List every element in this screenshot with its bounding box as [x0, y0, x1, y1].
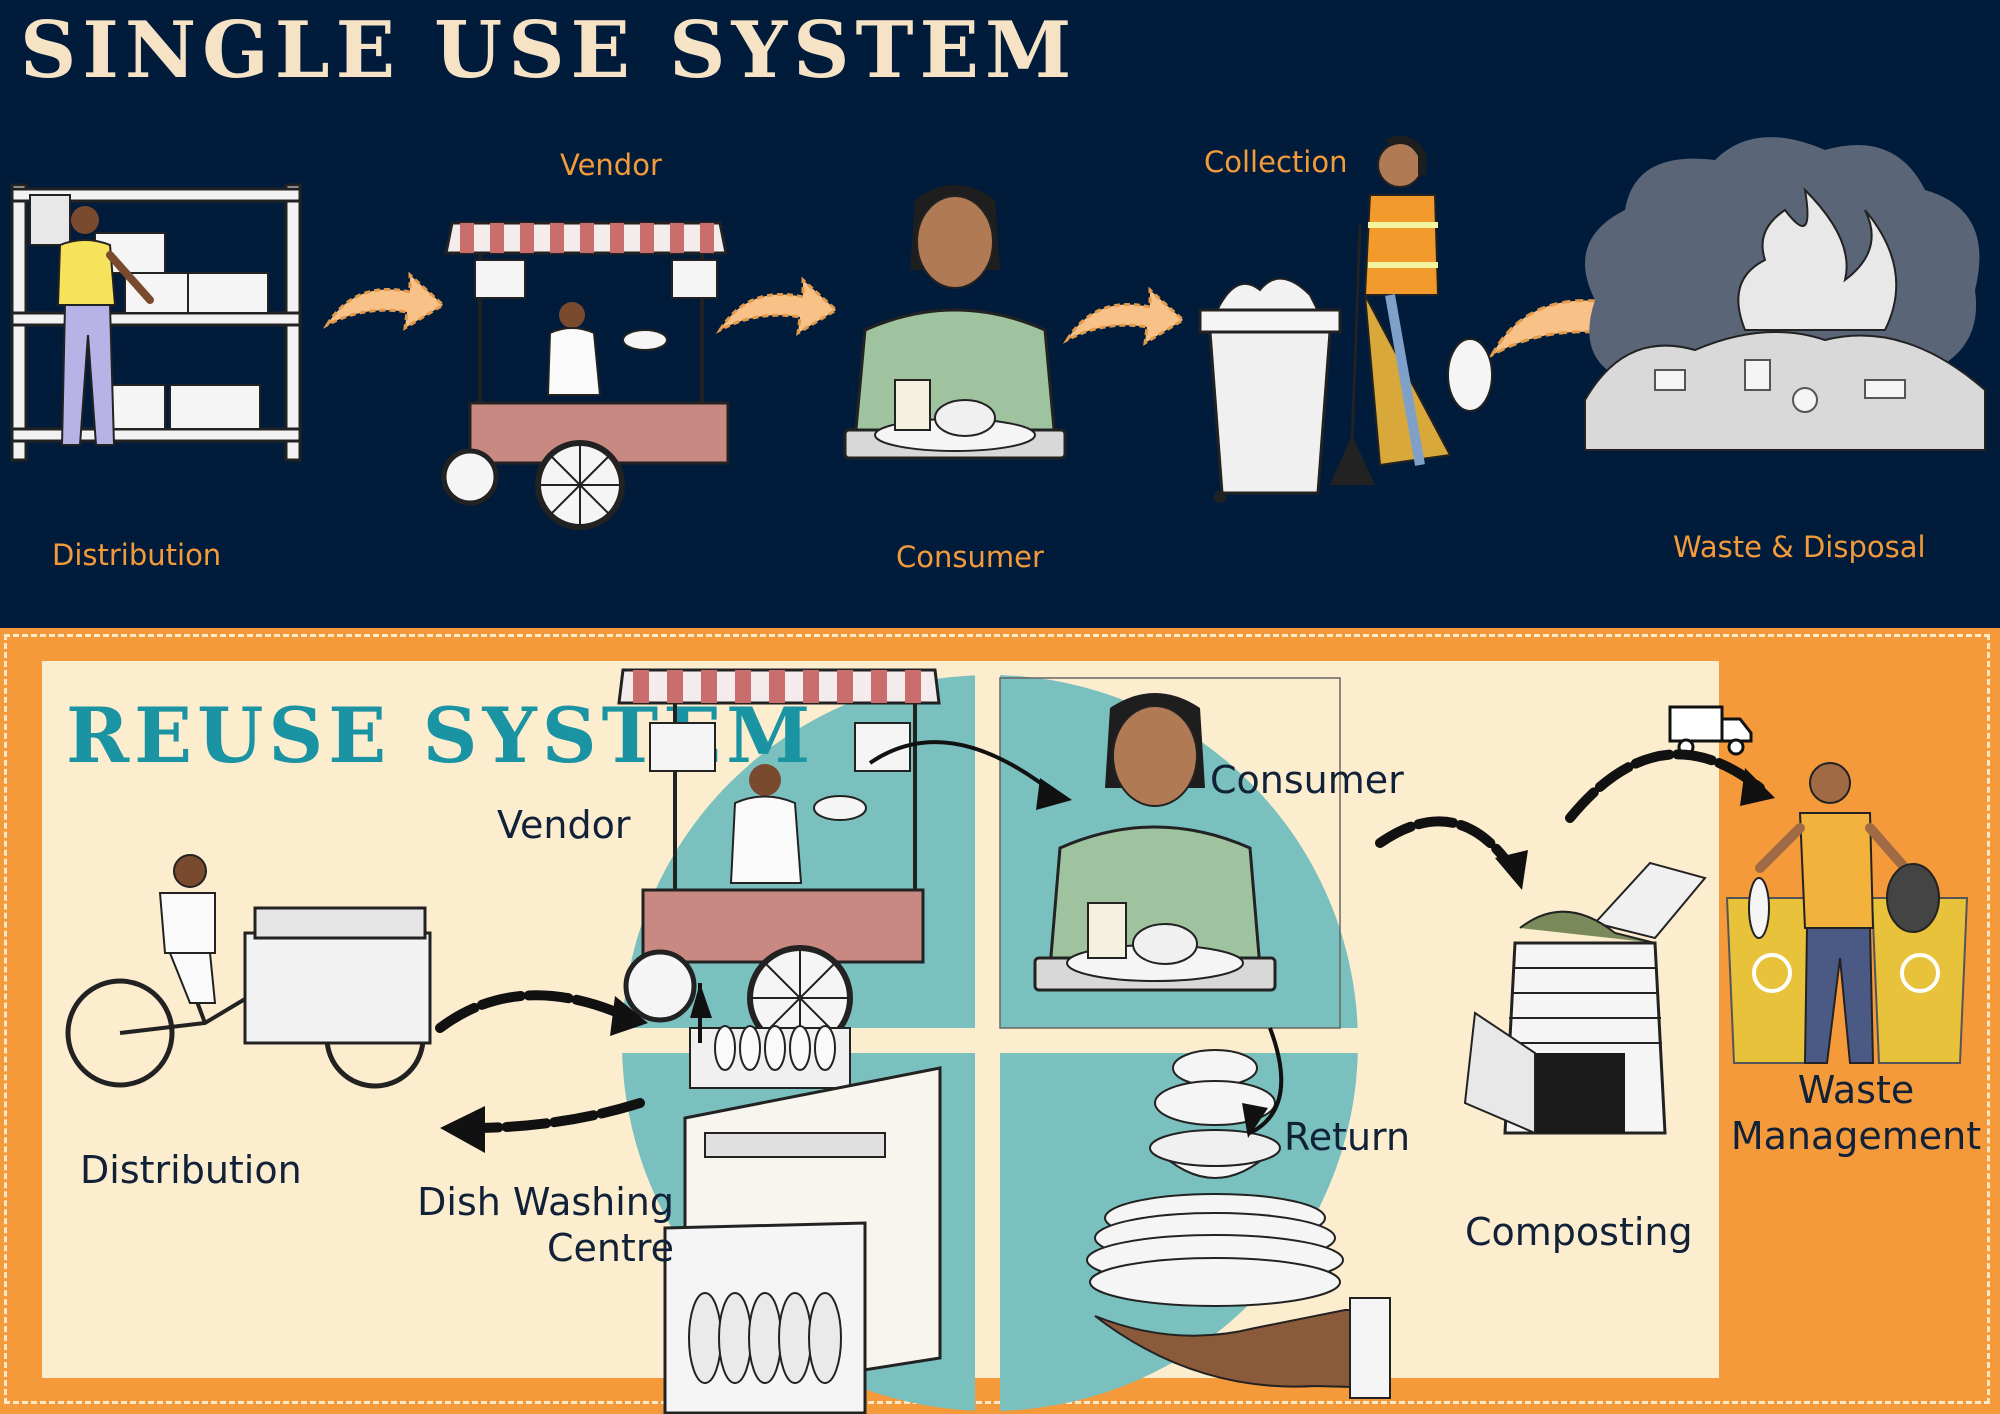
consumer-icon — [843, 185, 1067, 460]
landfill-fire-icon — [1584, 137, 1986, 451]
flow-arrow-1 — [322, 271, 446, 331]
consumer-icon-reuse — [1033, 693, 1277, 992]
sweeper-icon — [1330, 136, 1493, 485]
label-distribution-reuse: Distribution — [80, 1148, 302, 1192]
dashed-border — [4, 634, 1990, 1404]
dishwasher-icon — [663, 1025, 942, 1414]
shelf-icon — [10, 183, 302, 462]
label-waste-line2: Management — [1730, 1113, 1982, 1158]
compost-bin-icon — [1463, 861, 1707, 1135]
reuse-panel: REUSE SYSTEM — [0, 628, 2000, 1414]
single-use-title: SINGLE USE SYSTEM — [20, 5, 1078, 96]
label-dishwashing-line2: Centre — [546, 1225, 674, 1270]
food-cart-icon — [441, 221, 730, 530]
label-waste-management: Waste Management — [1725, 1068, 1987, 1159]
waste-worker-icon — [1748, 762, 1940, 1064]
flow-arrow-3 — [1062, 286, 1186, 346]
food-cart-icon-reuse — [617, 668, 941, 1051]
label-collection-top: Collection — [1204, 145, 1348, 179]
label-composting: Composting — [1465, 1210, 1693, 1254]
label-dishwashing-line1: Dish Washing — [417, 1180, 674, 1224]
trash-bin-icon — [1198, 277, 1342, 503]
label-distribution-top: Distribution — [52, 538, 222, 572]
label-vendor-reuse: Vendor — [497, 803, 631, 847]
label-consumer-top: Consumer — [896, 540, 1044, 574]
recycle-bins-icon — [1725, 897, 1969, 1064]
label-vendor-top: Vendor — [560, 148, 662, 182]
flow-arrows-reuse — [435, 740, 1775, 1153]
label-consumer-reuse: Consumer — [1210, 758, 1404, 802]
label-dishwashing: Dish Washing Centre — [392, 1180, 674, 1271]
single-use-panel: SINGLE USE SYSTEM — [0, 0, 2000, 628]
cargo-bike-icon — [65, 854, 432, 1089]
label-waste-top: Waste & Disposal — [1673, 530, 1926, 564]
flow-arrow-2 — [715, 276, 839, 336]
label-waste-line1: Waste — [1797, 1068, 1915, 1112]
label-return: Return — [1284, 1115, 1411, 1159]
